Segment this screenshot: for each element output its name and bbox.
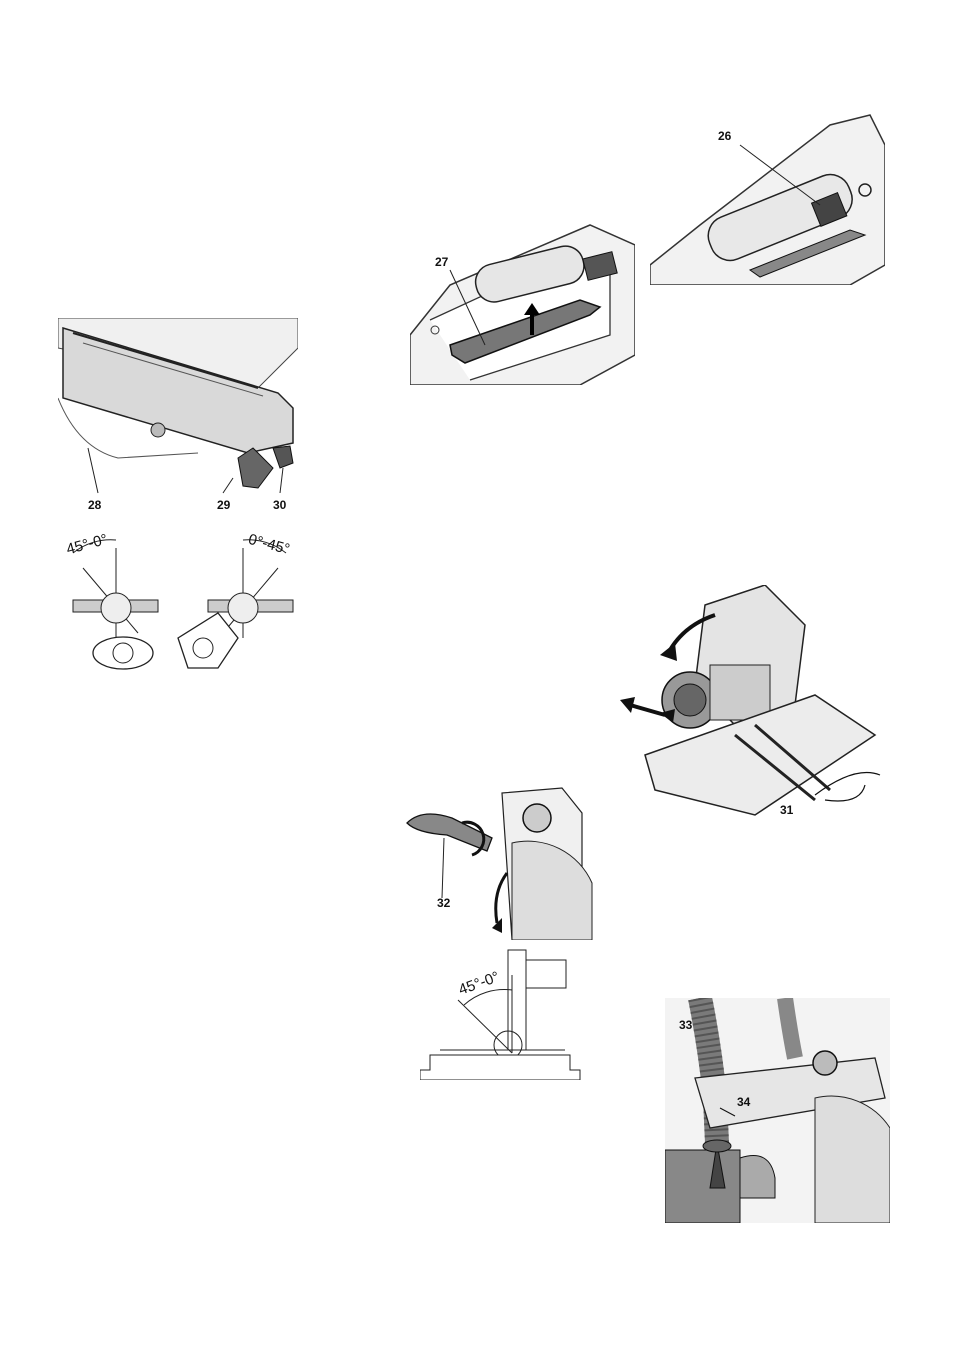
callout-32: 32 [437, 896, 450, 910]
callout-31: 31 [780, 803, 793, 817]
callout-33: 33 [679, 1018, 692, 1032]
figure-arm-tilt: 31 [615, 585, 885, 820]
figure-bevel-lever: 32 [402, 783, 612, 940]
figure-handle-closed: 26 [650, 105, 885, 285]
bevel-angle-drawing [420, 945, 585, 1080]
callout-34: 34 [737, 1095, 750, 1109]
callout-29: 29 [217, 498, 230, 512]
table-lock-drawing [58, 318, 298, 513]
figure-handle-open: 27 [410, 215, 635, 385]
callout-30: 30 [273, 498, 286, 512]
dust-hose-drawing [665, 998, 890, 1223]
figure-miter-angles: 45°-0° 0°-45° [58, 528, 298, 673]
figure-bevel-angle: 45°-0° [420, 945, 585, 1080]
figure-dust-hose: 33 34 [665, 998, 890, 1223]
arm-tilt-drawing [615, 585, 885, 820]
handle-closed-drawing [650, 105, 885, 285]
callout-28: 28 [88, 498, 101, 512]
figure-table-lock: 28 29 30 [58, 318, 298, 513]
callout-27: 27 [435, 255, 448, 269]
handle-open-drawing [410, 215, 635, 385]
callout-26: 26 [718, 129, 731, 143]
bevel-lever-drawing [402, 783, 612, 940]
